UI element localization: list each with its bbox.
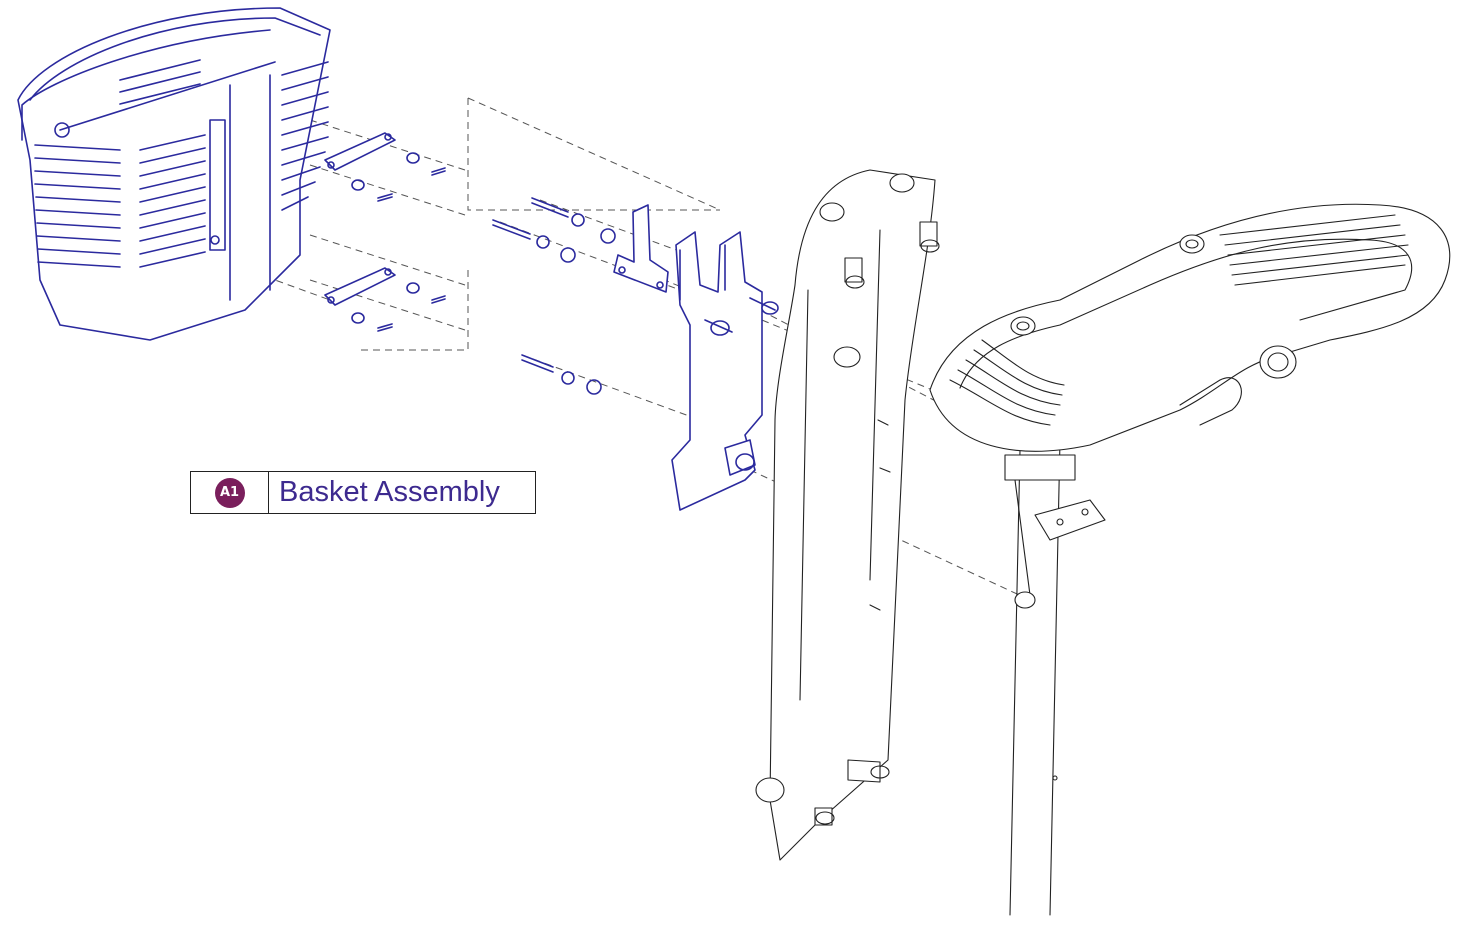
bracket-bolts-and-washers: [492, 197, 616, 395]
basket: [17, 7, 331, 341]
basket-mounting-strap-upper: [324, 132, 396, 171]
right-grip: [1219, 214, 1409, 286]
tiller-with-handlebar: [929, 203, 1451, 916]
basket-screws-and-washers: [351, 152, 446, 332]
basket-left-slots: [34, 144, 121, 268]
basket-bracket: [671, 231, 779, 511]
small-t-bracket: [613, 204, 669, 293]
handlebar-loop: [929, 203, 1451, 452]
basket-inner-slots: [119, 59, 201, 105]
tiller-mount-bracket: [1004, 454, 1106, 609]
tiller-front-shroud: [755, 169, 940, 861]
callout-label: Basket Assembly: [279, 476, 500, 508]
basket-mounting-strap-lower: [324, 267, 396, 306]
callout-badge: A1: [214, 477, 245, 508]
shroud-bottom-bosses: [755, 759, 890, 826]
left-grip: [949, 339, 1065, 426]
shroud-top-bosses: [819, 173, 940, 289]
basket-side-slots: [281, 61, 329, 211]
part-callout: A1 Basket Assembly: [190, 471, 536, 514]
callout-id-cell: A1: [191, 472, 269, 513]
basket-front-slots: [139, 134, 206, 268]
